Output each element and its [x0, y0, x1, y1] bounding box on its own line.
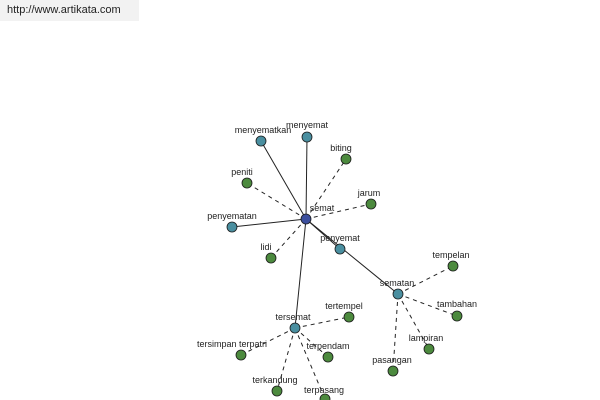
- label-tertempel: tertempel: [325, 301, 363, 311]
- label-pasangan: pasangan: [372, 355, 412, 365]
- edge-sematan-lampiran: [397, 293, 430, 350]
- node-jarum[interactable]: [365, 198, 377, 210]
- edge-semat-jarum: [305, 203, 372, 220]
- edge-sematan-tambahan: [397, 293, 458, 317]
- edge-tersemat-tertempel: [294, 316, 350, 329]
- node-tempelan[interactable]: [447, 260, 459, 272]
- label-terkandung: terkandung: [252, 375, 297, 385]
- label-tempelan: tempelan: [432, 250, 469, 260]
- edge-tersemat-tersimpan_terpatri: [240, 327, 296, 356]
- label-tersimpan_terpatri: tersimpan terpatri: [197, 339, 267, 349]
- edge-sematan-tempelan: [397, 265, 454, 295]
- edge-semat-sematan: [305, 218, 399, 295]
- node-terpendam[interactable]: [322, 351, 334, 363]
- node-tersimpan_terpatri[interactable]: [235, 349, 247, 361]
- label-lampiran: lampiran: [409, 333, 444, 343]
- node-menyematkan[interactable]: [255, 135, 267, 147]
- source-link[interactable]: http://www.artikata.com: [0, 0, 139, 21]
- label-penyematan: penyematan: [207, 211, 257, 221]
- edge-semat-penyematan: [231, 218, 307, 228]
- edge-semat-menyemat: [305, 136, 308, 220]
- node-terpasang[interactable]: [319, 393, 331, 400]
- label-terpasang: terpasang: [304, 385, 344, 395]
- node-penyematan[interactable]: [226, 221, 238, 233]
- label-penyemat: penyemat: [320, 233, 360, 243]
- edge-semat-tersemat: [294, 218, 307, 329]
- label-biting: biting: [330, 143, 352, 153]
- label-terpendam: terpendam: [306, 341, 349, 351]
- node-penyemat[interactable]: [334, 243, 346, 255]
- label-tersemat: tersemat: [275, 312, 311, 322]
- label-jarum: jarum: [357, 188, 381, 198]
- nodes-layer: [226, 131, 463, 400]
- node-tertempel[interactable]: [343, 311, 355, 323]
- edge-sematan-pasangan: [392, 293, 399, 372]
- edges-layer: [231, 136, 458, 400]
- label-tambahan: tambahan: [437, 299, 477, 309]
- node-semat[interactable]: [300, 213, 312, 225]
- edge-tersemat-terkandung: [276, 327, 296, 392]
- node-pasangan[interactable]: [387, 365, 399, 377]
- edge-tersemat-terpasang: [294, 327, 326, 400]
- edge-semat-peniti: [246, 182, 307, 220]
- node-peniti[interactable]: [241, 177, 253, 189]
- node-biting[interactable]: [340, 153, 352, 165]
- label-menyematkan: menyematkan: [235, 125, 292, 135]
- label-peniti: peniti: [231, 167, 253, 177]
- node-menyemat[interactable]: [301, 131, 313, 143]
- node-lidi[interactable]: [265, 252, 277, 264]
- node-tambahan[interactable]: [451, 310, 463, 322]
- label-lidi: lidi: [260, 242, 271, 252]
- node-sematan[interactable]: [392, 288, 404, 300]
- node-lampiran[interactable]: [423, 343, 435, 355]
- edge-semat-lidi: [270, 218, 307, 259]
- node-tersemat[interactable]: [289, 322, 301, 334]
- label-semat: semat: [310, 203, 335, 213]
- label-sematan: sematan: [380, 278, 415, 288]
- label-menyemat: menyemat: [286, 120, 329, 130]
- node-terkandung[interactable]: [271, 385, 283, 397]
- edge-semat-menyematkan: [260, 140, 307, 220]
